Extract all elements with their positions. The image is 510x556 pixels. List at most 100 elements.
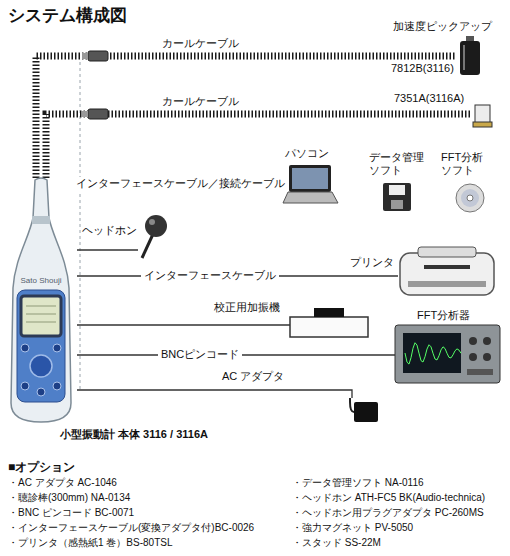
option-item: ・AC アダプタ AC-1046 xyxy=(8,477,117,489)
pickup-base xyxy=(473,122,492,127)
device-node: Sato Shouji小型振動計 本体 3116 / 3116A xyxy=(5,178,77,424)
drawing-part xyxy=(456,184,484,212)
laptop-display xyxy=(292,168,328,189)
device-label: 加速度ピックアップ xyxy=(393,20,492,33)
analyzer-knob xyxy=(483,353,491,361)
laptop-screen xyxy=(289,165,331,192)
cd-disc xyxy=(456,184,484,212)
device-illustration xyxy=(398,245,496,297)
drawing-part xyxy=(383,183,411,211)
option-item: ・インターフェースケーブル(変換アダプタ付)BC-0026 xyxy=(8,522,254,534)
cable-plug-tip xyxy=(82,53,88,59)
device-illustration xyxy=(383,183,411,211)
device-label: プリンタ xyxy=(350,256,394,269)
analyzer-knob xyxy=(469,353,477,361)
device-illustration xyxy=(283,165,338,203)
device-label: Sato Shouji xyxy=(5,276,77,286)
pickup-shine xyxy=(463,45,465,70)
cable-plug xyxy=(88,109,108,119)
device-label: 校正用加振機 xyxy=(214,301,280,314)
drawing-part xyxy=(460,36,480,75)
device-node: 加速度ピックアップ7812B(3116) xyxy=(455,36,485,76)
cable-line xyxy=(77,249,138,250)
adapter-cord xyxy=(350,402,354,412)
meter-button xyxy=(53,382,61,390)
device-illustration xyxy=(455,183,485,213)
meter-screen xyxy=(21,296,61,336)
cable-line xyxy=(77,390,352,398)
option-item: ・データ管理ソフト NA-0116 xyxy=(292,477,424,489)
option-item: ・ヘッドホン用プラグアダプタ PC-260MS xyxy=(292,507,484,519)
meter-button xyxy=(37,388,45,396)
analyzer-keys xyxy=(467,369,493,375)
cable-label: BNCピンコード xyxy=(158,348,242,361)
analyzer-knob xyxy=(469,337,477,345)
option-item: ・BNC ピンコード BC-0071 xyxy=(8,507,134,519)
drawing-part xyxy=(400,247,494,295)
option-item: ・スタッド SS-22M xyxy=(292,537,381,549)
device-node: FFT分析器 xyxy=(395,325,500,383)
pickup-body xyxy=(475,105,490,123)
device-label: パソコン xyxy=(285,147,329,160)
device-label: FFT分析ソフト xyxy=(441,151,491,177)
shaker-plate xyxy=(314,308,344,317)
device-illustration xyxy=(340,398,380,424)
printer-top xyxy=(418,247,476,257)
screen-line xyxy=(26,322,56,323)
option-item: ・強力マグネット PV-5050 xyxy=(292,522,413,534)
device-illustration xyxy=(138,212,168,260)
analyzer-wave xyxy=(405,343,461,364)
headphone-ball xyxy=(145,215,167,237)
option-item: ・プリンタ（感熱紙1 巻）BS-80TSL xyxy=(8,537,172,549)
meter-button xyxy=(21,344,29,352)
meter-button xyxy=(21,382,29,390)
meter-body xyxy=(11,178,71,422)
cable-label: カールケーブル xyxy=(159,95,242,108)
cable-plug xyxy=(88,51,108,61)
pickup-body xyxy=(460,41,480,75)
option-item: ・ヘッドホン ATH-FC5 BK(Audio-technica) xyxy=(292,492,485,504)
device-node: 7351A(3116A) xyxy=(470,100,494,128)
cd-ring xyxy=(461,189,479,207)
cable-line xyxy=(77,324,290,325)
device-label: FFT分析器 xyxy=(417,309,470,322)
floppy-label xyxy=(389,185,405,195)
device-node: ヘッドホン xyxy=(138,212,168,260)
device-label: 7351A(3116A) xyxy=(394,92,464,105)
device-label: データ管理ソフト xyxy=(369,151,427,177)
screen-line xyxy=(26,314,56,315)
drawing-part xyxy=(283,165,338,203)
printer-body xyxy=(400,253,494,295)
analyzer-body xyxy=(395,325,500,383)
drawing-part xyxy=(11,178,71,422)
curl-cable xyxy=(46,114,470,178)
cable-label: インターフェースケーブル xyxy=(141,269,279,282)
floppy-disk xyxy=(383,183,411,211)
device-node: データ管理ソフト xyxy=(383,183,411,211)
headphone-shine xyxy=(149,219,155,225)
option-item: ・聴診棒(300mm) NA-0134 xyxy=(8,492,130,504)
option-item: ■オプション xyxy=(8,460,75,474)
printer-front xyxy=(408,281,486,287)
device-node: パソコン xyxy=(283,165,338,203)
drawing-part xyxy=(350,398,378,422)
cable-label: インターフェースケーブル／接続ケーブル xyxy=(73,177,288,190)
meter-button xyxy=(53,344,61,352)
device-illustration xyxy=(290,305,368,337)
device-node: 校正用加振機 xyxy=(290,305,368,337)
floppy-shutter xyxy=(391,200,403,209)
device-node: FFT分析ソフト xyxy=(455,183,485,213)
laptop-base xyxy=(283,192,338,203)
drawing-part xyxy=(473,105,492,127)
device-illustration xyxy=(5,178,77,424)
device-node: プリンタ xyxy=(398,245,496,297)
cable-label: カールケーブル xyxy=(159,37,242,50)
meter-ring xyxy=(32,216,50,224)
analyzer-screen xyxy=(403,333,461,373)
device-label: 小型振動計 本体 3116 / 3116A xyxy=(60,428,208,441)
adapter-body xyxy=(354,402,378,422)
device-illustration xyxy=(470,100,494,128)
meter-pad xyxy=(30,355,52,377)
drawing-part xyxy=(142,215,167,258)
device-label: ヘッドホン xyxy=(82,224,137,237)
